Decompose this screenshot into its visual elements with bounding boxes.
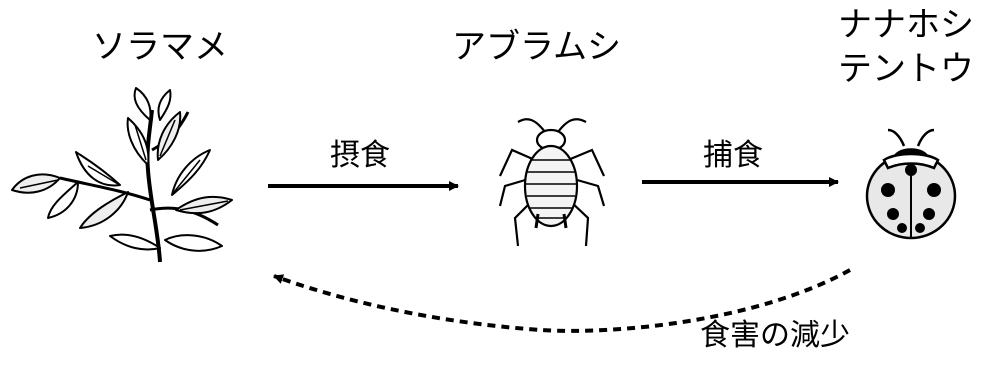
feeding-label: 摂食 — [330, 138, 390, 173]
damage-reduction-label: 食害の減少 — [700, 318, 850, 353]
broad-bean-plant-icon — [11, 87, 233, 263]
ladybug-label-line1: ナナホシ — [838, 5, 974, 45]
ladybug-label-line2: テントウ — [838, 49, 974, 89]
ladybug-icon — [865, 128, 957, 240]
aphid-label: アブラムシ — [452, 27, 621, 67]
predation-label: 捕食 — [703, 138, 763, 173]
plant-label: ソラマメ — [92, 27, 228, 67]
damage-reduction-arrow — [273, 268, 851, 333]
aphid-icon — [498, 118, 606, 247]
